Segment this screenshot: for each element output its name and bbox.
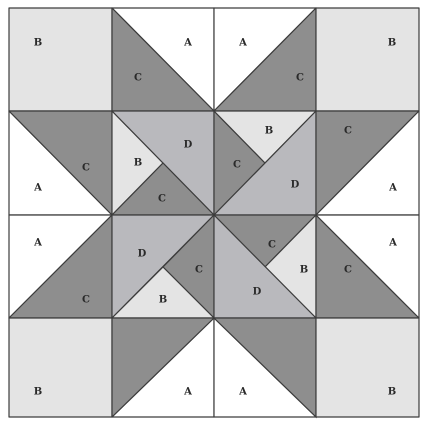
piece-label: A (33, 238, 42, 249)
piece-label: B (134, 158, 142, 169)
piece-label: C (233, 160, 241, 171)
piece-label: B (159, 295, 167, 306)
piece-label: C (134, 73, 142, 84)
piece-label: D (291, 180, 300, 191)
piece-label: A (33, 183, 42, 194)
piece-label: C (268, 240, 276, 251)
piece-label: C (296, 73, 304, 84)
piece-label: C (82, 163, 90, 174)
piece-label: B (388, 387, 396, 398)
piece-label: C (82, 295, 90, 306)
piece-label: A (238, 387, 247, 398)
square-piece-b (9, 8, 112, 111)
square-piece-b (316, 318, 419, 417)
piece-label: B (388, 38, 396, 49)
piece-label: D (253, 287, 262, 298)
piece-label: A (183, 38, 192, 49)
piece-label: C (158, 194, 166, 205)
piece-label: A (388, 238, 397, 249)
piece-label: B (34, 38, 42, 49)
square-piece-b (316, 8, 419, 111)
square-piece-b (9, 318, 112, 417)
piece-label: B (265, 126, 273, 137)
piece-label: A (238, 38, 247, 49)
piece-label: B (34, 387, 42, 398)
piece-label: C (344, 126, 352, 137)
piece-label: D (184, 140, 193, 151)
piece-label: A (388, 183, 397, 194)
piece-label: C (195, 265, 203, 276)
piece-label: B (300, 265, 308, 276)
piece-label: D (138, 249, 147, 260)
piece-label: C (344, 265, 352, 276)
piece-label: A (183, 387, 192, 398)
